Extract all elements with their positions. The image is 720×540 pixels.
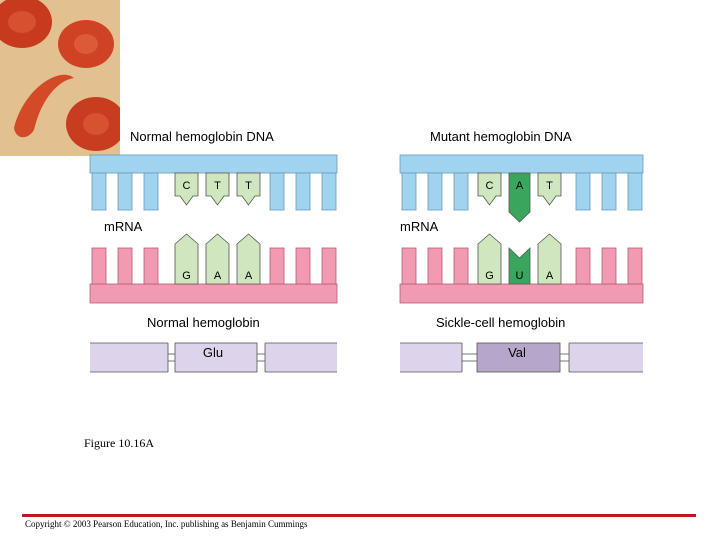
mutant-mrna-label: mRNA bbox=[400, 219, 439, 234]
normal-mrna-base-1 bbox=[174, 233, 199, 285]
mutant-protein-title: Sickle-cell hemoglobin bbox=[436, 315, 566, 330]
mutant-dna-base-2 bbox=[508, 172, 531, 223]
mutant-mrna-base-3 bbox=[537, 233, 562, 285]
mutant-dna-teeth bbox=[401, 172, 643, 211]
mutant-dna-base-1 bbox=[477, 172, 502, 206]
normal-mrna-base-label-1: G bbox=[182, 270, 191, 282]
red-blood-cells-photo bbox=[0, 0, 120, 156]
mutant-mrna-bases bbox=[477, 233, 562, 285]
normal-dna-title: Normal hemoglobin DNA bbox=[130, 129, 274, 144]
normal-mrna-bases bbox=[174, 233, 261, 285]
normal-dna-base-label-3: T bbox=[245, 180, 252, 192]
mutant-amino-acid-label: Val bbox=[508, 345, 526, 360]
mutant-protein-chain bbox=[400, 342, 643, 373]
normal-dna-base-1 bbox=[174, 172, 199, 206]
copyright-notice: Copyright © 2003 Pearson Education, Inc.… bbox=[25, 519, 308, 529]
normal-protein-chain bbox=[90, 342, 337, 373]
normal-dna-teeth bbox=[91, 172, 337, 211]
mutant-dna-title: Mutant hemoglobin DNA bbox=[430, 129, 572, 144]
normal-dna-base-3 bbox=[236, 172, 261, 206]
normal-dna-base-2 bbox=[205, 172, 230, 206]
normal-mrna-base-label-2: A bbox=[214, 270, 222, 282]
mutant-mrna-base-1 bbox=[477, 233, 502, 285]
normal-mrna-teeth bbox=[91, 247, 337, 285]
normal-dna-strand bbox=[89, 154, 338, 174]
normal-dna-base-label-1: C bbox=[183, 180, 191, 192]
mutant-dna-bases bbox=[477, 172, 562, 223]
mutant-mrna-teeth bbox=[401, 247, 643, 285]
mutant-panel: C A T G U A bbox=[399, 154, 644, 373]
normal-mrna-label: mRNA bbox=[104, 219, 143, 234]
normal-panel: C T T G A A bbox=[89, 154, 338, 373]
normal-protein-title: Normal hemoglobin bbox=[147, 315, 260, 330]
normal-dna-base-label-2: T bbox=[214, 180, 221, 192]
normal-mrna-strand bbox=[89, 283, 338, 304]
mutant-dna-base-label-3: T bbox=[546, 180, 553, 192]
mutant-dna-strand bbox=[399, 154, 644, 174]
normal-amino-acid-box bbox=[174, 342, 258, 373]
mutant-amino-acid-box bbox=[476, 342, 561, 373]
normal-mrna-base-label-3: A bbox=[245, 270, 253, 282]
mutant-mrna-base-label-3: A bbox=[546, 270, 554, 282]
mutant-dna-base-label-2: A bbox=[516, 180, 524, 192]
mutant-dna-base-3 bbox=[537, 172, 562, 206]
mutant-mrna-base-label-1: G bbox=[485, 270, 494, 282]
mutant-mrna-base-label-2: U bbox=[516, 270, 524, 282]
normal-mrna-base-3 bbox=[236, 233, 261, 285]
footer-divider bbox=[22, 514, 696, 517]
mutant-dna-base-label-1: C bbox=[486, 180, 494, 192]
mutant-mrna-strand bbox=[399, 283, 644, 304]
figure-caption: Figure 10.16A bbox=[84, 436, 154, 450]
normal-mrna-base-2 bbox=[205, 233, 230, 285]
normal-amino-acid-label: Glu bbox=[203, 345, 223, 360]
normal-dna-bases bbox=[174, 172, 261, 206]
mutant-mrna-base-2 bbox=[508, 247, 531, 285]
